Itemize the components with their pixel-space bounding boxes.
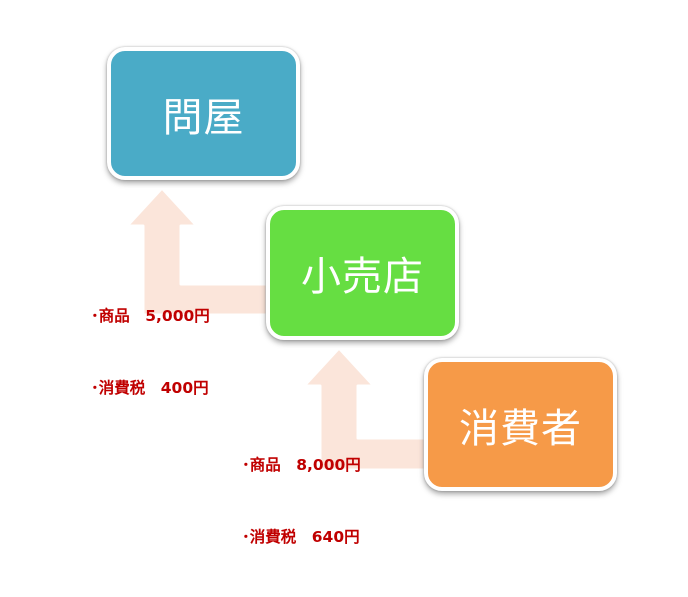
upper-price-note: ･商品 5,000円 ･消費税 400円 [91,256,210,448]
retailer-label: 小売店 [301,254,424,300]
arrows-layer [125,186,427,472]
arrow-consumer-to-retailer [302,346,427,472]
wholesaler-label: 問屋 [162,94,245,141]
lower-price-note: ･商品 8,000円 ･消費税 640円 [242,405,361,597]
retailer-box: 小売店 [266,206,459,340]
arrow-retailer-to-wholesaler [125,186,269,317]
lower-note-tax-line: ･消費税 640円 [242,528,360,546]
flow-diagram: 問屋 小売店 消費者 ･商品 5,000円 ･消費税 400円 ･商品 8,00… [91,47,617,546]
wholesaler-box: 問屋 [107,47,300,180]
consumer-label: 消費者 [459,405,582,452]
lower-note-goods-line: ･商品 8,000円 [242,456,361,474]
upper-note-goods-line: ･商品 5,000円 [91,307,210,325]
upper-note-tax-line: ･消費税 400円 [91,379,209,397]
consumer-box: 消費者 [424,358,617,491]
